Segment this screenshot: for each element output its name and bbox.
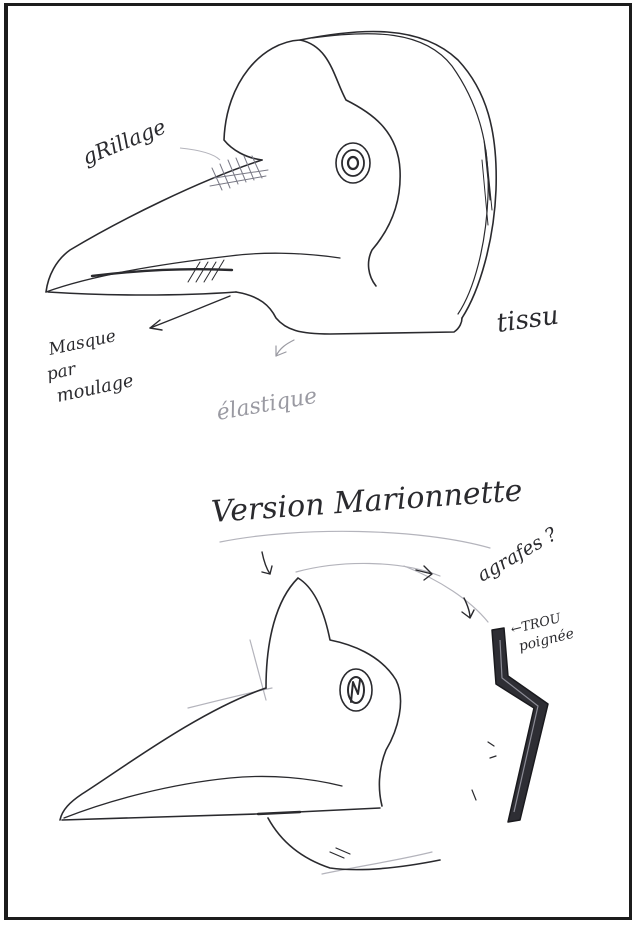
elastique-arrow	[276, 340, 294, 356]
label-tissu: tissu	[495, 301, 561, 339]
label-grillage: gRillage	[79, 114, 169, 169]
handle-hole	[492, 628, 548, 822]
mask-back-outline	[300, 31, 496, 318]
mask-upper-beak	[46, 160, 262, 292]
puppet-head-outline	[266, 578, 401, 806]
puppet-lower-beak	[62, 808, 380, 820]
agrafes-arrow	[462, 598, 474, 618]
bird-mask-sketch	[46, 31, 496, 334]
label-masque-2: par	[45, 359, 79, 385]
puppet-upper-beak	[60, 688, 266, 820]
mask-lower-beak	[48, 292, 236, 295]
mask-chin	[236, 292, 462, 334]
puppet-sketch	[60, 578, 496, 870]
puppet-chin	[268, 818, 440, 870]
label-masque-1: Masque	[46, 326, 118, 360]
version-arrows	[262, 552, 432, 580]
label-agrafes: agrafes ?	[474, 523, 562, 587]
label-elastique: élastique	[215, 384, 319, 426]
mask-head-outline	[224, 40, 400, 286]
masque-arrow	[150, 296, 230, 330]
label-version-marionnette: Version Marionnette	[210, 473, 523, 530]
